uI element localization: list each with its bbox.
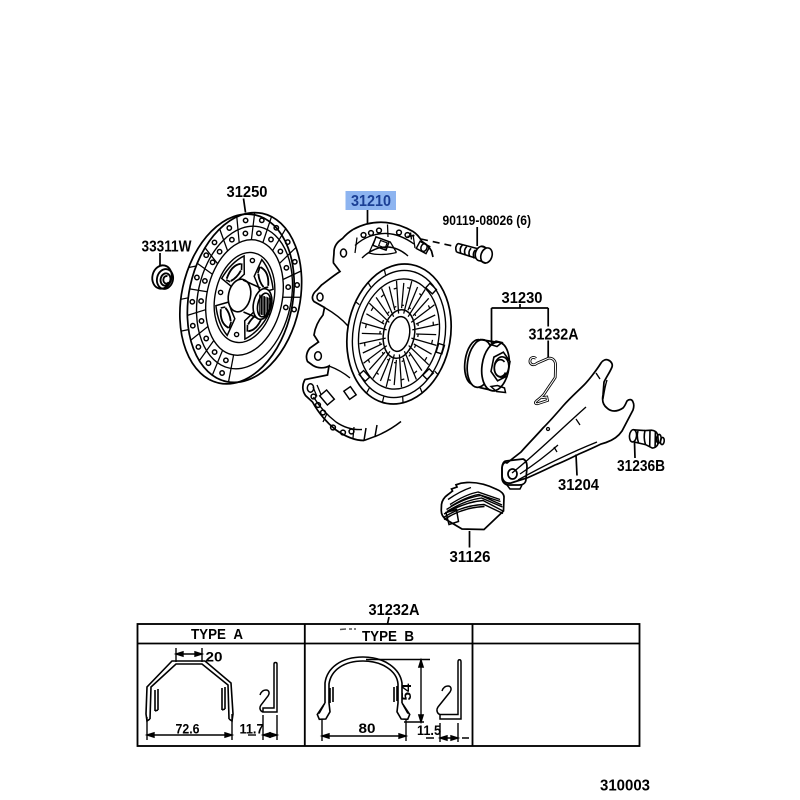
svg-text:72.6: 72.6 [176,722,200,737]
svg-text:31230: 31230 [502,290,543,307]
svg-text:11.5: 11.5 [417,723,441,738]
svg-text:33311W: 33311W [142,239,192,256]
svg-text:90119-08026 (6): 90119-08026 (6) [443,213,532,228]
svg-text:31250: 31250 [227,184,268,201]
svg-text:31204: 31204 [558,477,599,494]
svg-text:31236B: 31236B [617,458,665,475]
svg-text:31232A: 31232A [369,602,420,619]
svg-text:31126: 31126 [450,549,491,566]
svg-text:31210: 31210 [351,193,391,210]
svg-text:TYPE A: TYPE A [191,627,243,643]
svg-text:54: 54 [399,683,414,701]
svg-text:31232A: 31232A [529,327,579,344]
svg-text:11.7: 11.7 [240,722,264,737]
svg-text:310003: 310003 [600,778,650,795]
svg-text:20: 20 [206,650,223,665]
svg-text:TYPE B: TYPE B [362,629,414,645]
svg-text:80: 80 [359,721,376,736]
